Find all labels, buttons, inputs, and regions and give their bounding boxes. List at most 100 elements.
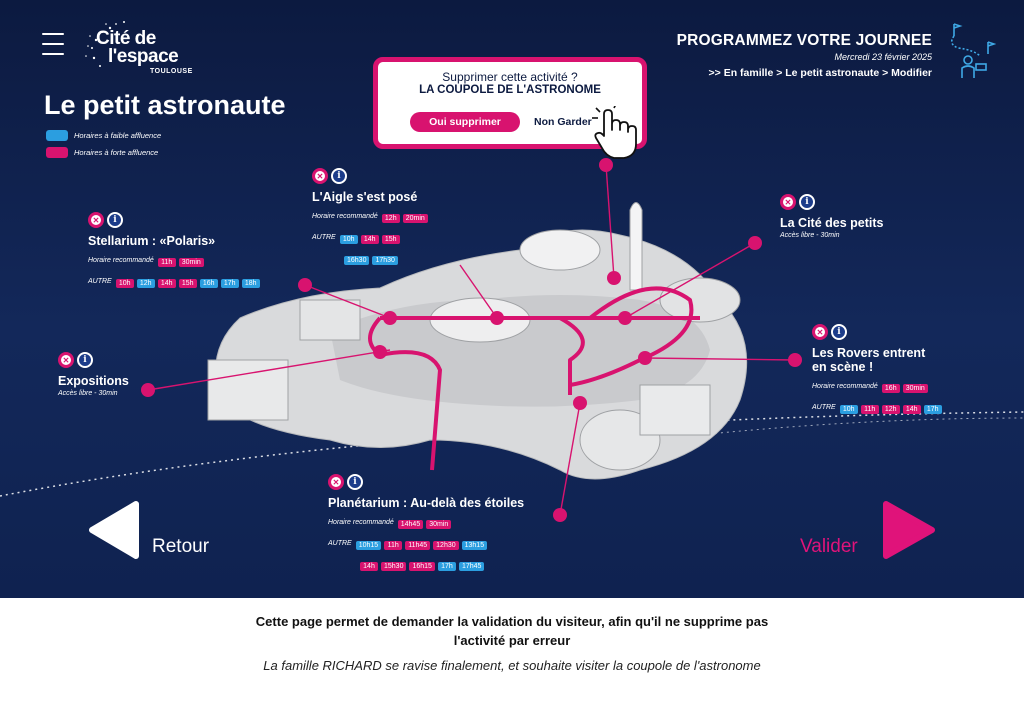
- remove-icon[interactable]: ✕: [312, 168, 328, 184]
- time-slot-chip[interactable]: 11h45: [405, 541, 431, 550]
- time-slot-chip[interactable]: 12h: [136, 279, 155, 288]
- legend-label-low: Horaires à faible affluence: [74, 131, 162, 140]
- info-icon[interactable]: i: [347, 474, 363, 490]
- time-slot-chip[interactable]: 15h30: [381, 562, 407, 571]
- info-icon[interactable]: i: [77, 352, 93, 368]
- legend-item-low: Horaires à faible affluence: [46, 130, 161, 141]
- time-slot-chip[interactable]: 14h: [157, 279, 176, 288]
- info-icon[interactable]: i: [107, 212, 123, 228]
- pointer-hand-icon: [592, 106, 637, 159]
- time-slot-chip[interactable]: 11h: [860, 405, 879, 414]
- activity-title: La Cité des petits: [780, 216, 884, 230]
- time-slot-chip[interactable]: 12h: [881, 405, 900, 414]
- time-slot-chip[interactable]: 12h30: [433, 541, 459, 550]
- caption-bold: Cette page permet de demander la validat…: [255, 614, 769, 648]
- activity-title: L'Aigle s'est posé: [312, 190, 418, 204]
- day-date: Mercredi 23 février 2025: [834, 52, 932, 62]
- time-slot-chip[interactable]: 11h: [384, 541, 403, 550]
- activity-title-line2: en scène !: [812, 360, 874, 374]
- hamburger-menu-icon[interactable]: [42, 33, 64, 55]
- activity-cite-petits[interactable]: ✕i La Cité des petits Accès libre - 30mi…: [780, 194, 884, 239]
- activity-planetarium[interactable]: ✕i Planétarium : Au-delà des étoiles Hor…: [328, 474, 524, 573]
- activity-title: Stellarium : «Polaris»: [88, 234, 216, 248]
- activity-title: Planétarium : Au-delà des étoiles: [328, 496, 525, 510]
- remove-icon[interactable]: ✕: [58, 352, 74, 368]
- time-slot-chip[interactable]: 15h: [178, 279, 197, 288]
- activity-rovers[interactable]: ✕i Les Rovers entrent en scène ! Horaire…: [812, 324, 945, 416]
- breadcrumb[interactable]: >> En famille > Le petit astronaute > Mo…: [708, 67, 932, 79]
- day-header: PROGRAMMEZ VOTRE JOURNEE Mercredi 23 fév…: [677, 32, 932, 79]
- time-slot-chip[interactable]: 10h: [339, 235, 358, 244]
- back-arrow-icon[interactable]: [86, 500, 140, 560]
- activity-aigle[interactable]: ✕i L'Aigle s'est posé Horaire recommandé…: [312, 168, 431, 267]
- other-label: AUTRE: [812, 403, 836, 411]
- time-slot-chip[interactable]: 14h: [902, 405, 921, 414]
- delete-confirm-dialog: Supprimer cette activité ? LA COUPOLE DE…: [373, 57, 647, 159]
- activity-access: Accès libre - 30min: [780, 232, 840, 239]
- next-arrow-icon[interactable]: [880, 500, 1020, 560]
- recommended-label: Horaire recommandé: [812, 382, 878, 390]
- info-icon[interactable]: i: [799, 194, 815, 210]
- page-title: Le petit astronaute: [44, 90, 286, 120]
- logo-subtitle: TOULOUSE: [150, 68, 193, 75]
- legend-item-high: Horaires à forte affluence: [46, 147, 161, 158]
- dialog-activity-name: LA COUPOLE DE L'ASTRONOME: [419, 84, 601, 96]
- time-slot-chip[interactable]: 16h: [199, 279, 218, 288]
- time-slot-chip[interactable]: 14h: [360, 562, 378, 571]
- time-slot-chip[interactable]: 10h: [839, 405, 858, 414]
- activity-stellarium[interactable]: ✕i Stellarium : «Polaris» Horaire recomm…: [88, 212, 263, 290]
- recommended-label: Horaire recommandé: [328, 518, 394, 526]
- time-slot-chip[interactable]: 15h: [381, 235, 400, 244]
- dialog-question: Supprimer cette activité ?: [442, 70, 578, 84]
- activity-title-line1: Les Rovers entrent: [812, 346, 926, 360]
- time-slot-chip[interactable]: 17h45: [458, 562, 485, 571]
- confirm-delete-button[interactable]: Oui supprimer: [410, 112, 520, 132]
- time-slot-chip[interactable]: 11h: [157, 258, 176, 267]
- time-slot-chip[interactable]: 16h: [881, 384, 900, 393]
- itinerary-icon: [950, 23, 996, 78]
- legend-swatch-high: [46, 147, 68, 158]
- remove-icon[interactable]: ✕: [88, 212, 104, 228]
- time-slot-chip[interactable]: 30min: [902, 384, 928, 393]
- time-slot-chip[interactable]: 16h30: [344, 256, 370, 265]
- time-slot-chip[interactable]: 10h: [115, 279, 134, 288]
- validate-button[interactable]: Valider: [800, 536, 858, 557]
- remove-icon[interactable]: ✕: [328, 474, 344, 490]
- caption-italic: La famille RICHARD se ravise finalement,…: [263, 658, 761, 673]
- info-icon[interactable]: i: [831, 324, 847, 340]
- time-slot-chip[interactable]: 17h: [220, 279, 239, 288]
- park-map: [141, 158, 802, 522]
- legend-label-high: Horaires à forte affluence: [74, 148, 159, 157]
- time-slot-chip[interactable]: 17h: [923, 405, 942, 414]
- recommended-label: Horaire recommandé: [88, 256, 154, 264]
- time-slot-chip[interactable]: 20min: [402, 214, 428, 223]
- day-title: PROGRAMMEZ VOTRE JOURNEE: [676, 32, 932, 49]
- time-slot-chip[interactable]: 17h: [437, 562, 456, 571]
- legend-swatch-low: [46, 130, 68, 141]
- time-slot-chip[interactable]: 18h: [241, 279, 260, 288]
- remove-icon[interactable]: ✕: [812, 324, 828, 340]
- time-slot-chip[interactable]: 14h: [360, 235, 379, 244]
- activity-title: Expositions: [58, 374, 129, 388]
- time-slot-chip[interactable]: 13h15: [461, 541, 488, 550]
- info-icon[interactable]: i: [331, 168, 347, 184]
- back-button[interactable]: Retour: [152, 536, 210, 557]
- recommended-label: Horaire recommandé: [312, 212, 378, 220]
- other-label: AUTRE: [88, 277, 112, 285]
- activity-access: Accès libre - 30min: [58, 390, 118, 397]
- logo-starburst-icon: [85, 21, 125, 67]
- keep-activity-button[interactable]: Non Garder: [534, 112, 594, 132]
- time-slot-chip[interactable]: 14h45: [397, 520, 424, 529]
- remove-icon[interactable]: ✕: [780, 194, 796, 210]
- time-slot-chip[interactable]: 12h: [381, 214, 400, 223]
- legend: Horaires à faible affluence Horaires à f…: [46, 130, 161, 164]
- time-slot-chip[interactable]: 30min: [178, 258, 204, 267]
- time-slot-chip[interactable]: 17h30: [372, 256, 398, 265]
- activity-expositions[interactable]: ✕i Expositions Accès libre - 30min: [58, 352, 129, 397]
- time-slot-chip[interactable]: 16h15: [409, 562, 435, 571]
- other-label: AUTRE: [328, 539, 352, 547]
- time-slot-chip[interactable]: 10h15: [355, 541, 382, 550]
- time-slot-chip[interactable]: 30min: [426, 520, 452, 529]
